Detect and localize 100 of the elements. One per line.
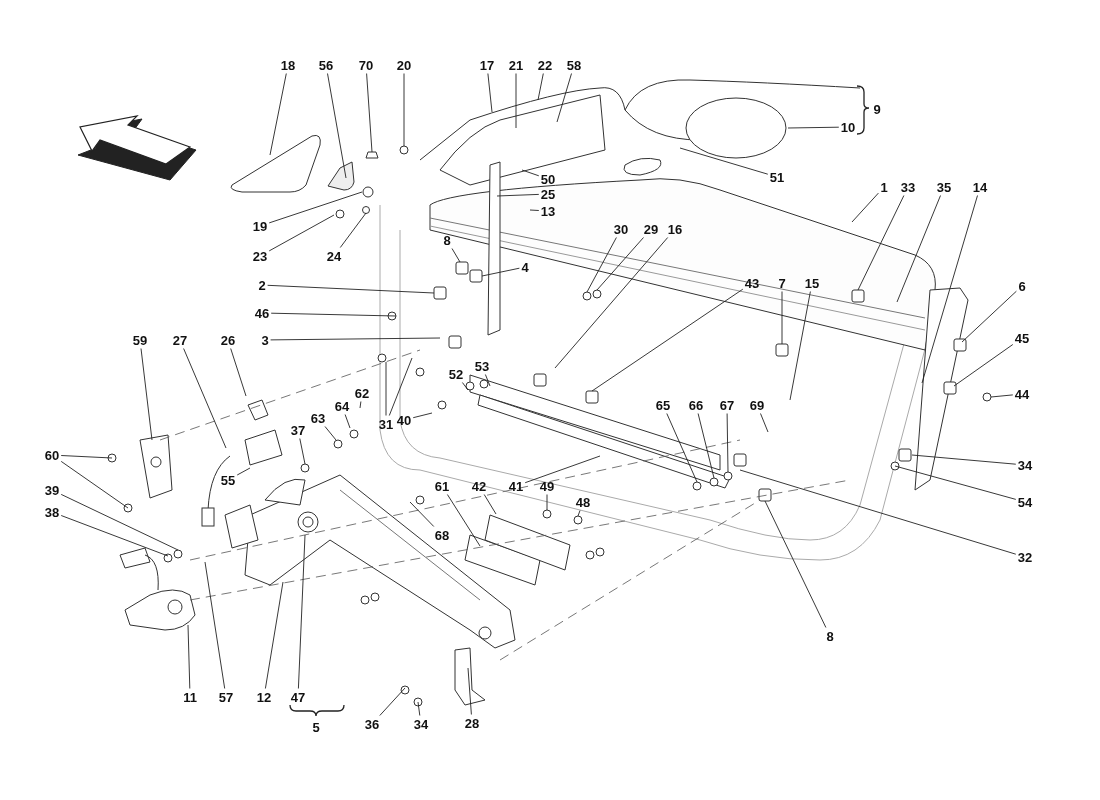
callout-number: 25 xyxy=(539,186,557,202)
leader-line xyxy=(388,357,413,416)
callout-number: 28 xyxy=(463,715,481,731)
callout-number: 64 xyxy=(333,398,351,414)
leader-line xyxy=(990,394,1014,398)
leader-line xyxy=(524,455,601,484)
callout-number: 35 xyxy=(935,179,953,195)
leader-line xyxy=(299,438,306,465)
callout-number: 46 xyxy=(253,305,271,321)
callout-number: 4 xyxy=(520,259,530,275)
callout-number: 30 xyxy=(612,221,630,237)
callout-number: 29 xyxy=(642,221,660,237)
callout-number: 26 xyxy=(219,332,237,348)
leader-line xyxy=(140,348,153,441)
callout-number: 69 xyxy=(748,397,766,413)
leader-line xyxy=(230,348,247,397)
leader-line xyxy=(586,237,617,293)
callout-number: 59 xyxy=(131,332,149,348)
leader-line xyxy=(481,267,520,277)
leader-line xyxy=(556,73,572,123)
callout-number: 8 xyxy=(442,232,452,248)
leader-line xyxy=(896,195,941,303)
leader-line xyxy=(60,455,113,459)
leader-line xyxy=(366,73,373,153)
callout-number: 48 xyxy=(574,494,592,510)
leader-line xyxy=(529,209,540,211)
leader-line xyxy=(446,494,481,547)
callout-number: 34 xyxy=(1016,457,1034,473)
leader-line xyxy=(379,687,406,716)
leader-line xyxy=(781,291,783,345)
callout-number: 8 xyxy=(825,628,835,644)
callout-number: 50 xyxy=(539,171,557,187)
callout-number: 58 xyxy=(565,57,583,73)
callout-number: 42 xyxy=(470,478,488,494)
callout-number: 13 xyxy=(539,203,557,219)
callout-number: 43 xyxy=(743,275,761,291)
callout-number: 62 xyxy=(353,385,371,401)
callout-number: 23 xyxy=(251,248,269,264)
callout-number: 45 xyxy=(1013,330,1031,346)
leader-line xyxy=(60,460,129,509)
leader-line xyxy=(417,701,421,716)
leader-line xyxy=(537,73,544,101)
callout-number: 19 xyxy=(251,218,269,234)
leader-line xyxy=(339,212,367,248)
callout-number: 55 xyxy=(219,472,237,488)
callout-number: 51 xyxy=(768,169,786,185)
callout-number: 37 xyxy=(289,422,307,438)
leader-line xyxy=(496,193,540,197)
callout-number: 34 xyxy=(412,716,430,732)
leader-line xyxy=(596,237,644,291)
callout-number: 36 xyxy=(363,716,381,732)
callout-number: 5 xyxy=(311,719,321,735)
callout-number: 21 xyxy=(507,57,525,73)
leader-line xyxy=(327,73,347,179)
callout-number: 65 xyxy=(654,397,672,413)
callout-number: 67 xyxy=(718,397,736,413)
leader-line xyxy=(359,401,362,409)
leader-line xyxy=(953,344,1014,387)
callout-number: 15 xyxy=(803,275,821,291)
leader-line xyxy=(461,382,469,391)
leader-line xyxy=(264,581,284,689)
callout-number: 9 xyxy=(872,101,882,117)
leader-line xyxy=(270,337,441,341)
leader-line xyxy=(183,348,227,449)
leader-line xyxy=(484,374,491,387)
leader-line xyxy=(297,534,306,689)
leader-line xyxy=(591,288,744,392)
callout-number: 60 xyxy=(43,447,61,463)
callout-number: 41 xyxy=(507,478,525,494)
callout-number: 17 xyxy=(478,57,496,73)
callout-number: 22 xyxy=(536,57,554,73)
leader-line xyxy=(344,414,351,429)
callout-number: 66 xyxy=(687,397,705,413)
leader-line xyxy=(666,413,698,483)
leader-line xyxy=(921,195,978,384)
leader-line xyxy=(857,195,905,291)
leader-line xyxy=(267,284,435,294)
callout-number: 61 xyxy=(433,478,451,494)
callout-number: 20 xyxy=(395,57,413,73)
leader-line xyxy=(204,561,226,689)
callout-number: 12 xyxy=(255,689,273,705)
leader-line xyxy=(894,465,1017,500)
callout-number: 52 xyxy=(447,366,465,382)
leader-line xyxy=(483,494,497,515)
leader-line xyxy=(269,73,287,156)
leader-line xyxy=(851,192,879,223)
leader-line xyxy=(726,413,729,473)
leader-line xyxy=(739,469,1017,555)
callout-number: 63 xyxy=(309,410,327,426)
leader-line xyxy=(412,412,433,419)
callout-number: 14 xyxy=(971,179,989,195)
leader-line xyxy=(467,667,472,715)
leader-line xyxy=(679,147,769,175)
leader-line xyxy=(324,426,337,441)
leader-line xyxy=(60,493,179,551)
callout-number: 54 xyxy=(1016,494,1034,510)
leader-line xyxy=(577,510,581,517)
leader-line xyxy=(487,73,493,113)
leader-line xyxy=(270,312,397,317)
leader-line xyxy=(760,413,769,433)
